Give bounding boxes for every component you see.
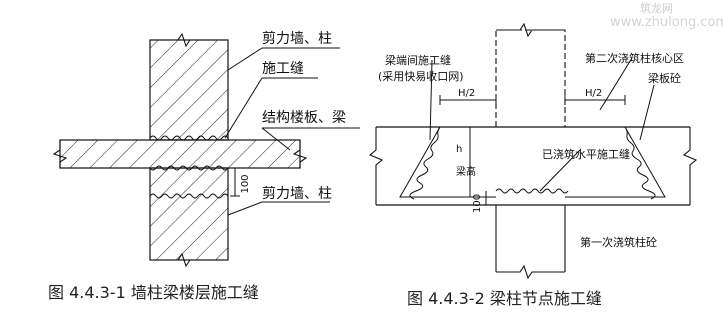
label-beam-joint: 梁端间施工缝 xyxy=(385,53,451,67)
upper-column-outline xyxy=(495,29,566,127)
beam-break-left xyxy=(368,127,384,205)
figure-1: 100 剪力墙、柱 施工缝 结构楼板、梁 剪力墙、柱 图 4.4.3-1 墙柱梁… xyxy=(48,31,360,302)
leader-beam-side xyxy=(639,84,655,141)
label-h2-right: H/2 xyxy=(585,88,602,99)
label-dim-100: 100 xyxy=(472,194,483,213)
upper-joint-line xyxy=(149,135,229,141)
label-construction-joint: 施工缝 xyxy=(262,61,304,77)
upper-column xyxy=(149,39,229,141)
leader-core xyxy=(599,57,633,111)
dim-label-1: 100 xyxy=(240,174,251,193)
leader-slab xyxy=(261,127,291,151)
watermark: 筑龙网 www.zhulong.com xyxy=(610,1,723,30)
slab-break-left xyxy=(52,140,68,168)
leader-shear-wall-top xyxy=(227,47,263,71)
lower-column-break xyxy=(496,264,565,280)
left-joint-boundary xyxy=(399,126,496,198)
label-mesh: (采用快易收口网) xyxy=(378,69,464,83)
leader-horizontal-joint xyxy=(539,149,581,192)
caption-figure-1: 图 4.4.3-1 墙柱梁楼层施工缝 xyxy=(48,283,259,302)
label-beam-height: 梁高 xyxy=(456,165,476,178)
label-floor-beam: 结构楼板、梁 xyxy=(262,110,346,126)
watermark-text-cn: 筑龙网 xyxy=(640,1,673,15)
beam-break-right xyxy=(682,127,698,205)
figure-2: H/2 H/2 h 梁高 100 梁端间施工缝 (采用快易收口网) 第二次浇筑柱… xyxy=(368,22,698,308)
label-shear-wall-top: 剪力墙、柱 xyxy=(262,31,332,47)
leader-joint xyxy=(224,77,263,139)
caption-figure-2: 图 4.4.3-2 梁柱节点施工缝 xyxy=(407,289,602,308)
horizontal-joint-line xyxy=(495,188,569,194)
right-joint-hatch xyxy=(624,126,656,200)
right-joint-boundary xyxy=(565,126,666,198)
leader-shear-wall-bottom xyxy=(227,201,263,216)
leader-beam-joint xyxy=(429,59,433,141)
lower-column-outline xyxy=(495,205,566,272)
label-horizontal-joint: 已浇筑水平施工缝 xyxy=(542,147,630,161)
label-h2-left: H/2 xyxy=(458,88,475,99)
lower-break-mark xyxy=(150,252,228,268)
upper-column-break xyxy=(496,22,565,38)
upper-break-mark xyxy=(150,32,228,48)
label-first-pour: 第一次浇筑柱砼 xyxy=(580,235,657,249)
watermark-text-en: www.zhulong.com xyxy=(610,15,723,30)
label-second-pour-core: 第二次浇筑柱核心区 xyxy=(585,51,684,65)
label-beam-h: h xyxy=(456,144,462,155)
floor-slab xyxy=(59,139,301,169)
slab-break-right xyxy=(292,140,308,168)
left-joint-hatch xyxy=(409,126,441,200)
lower-joint-line xyxy=(149,193,229,199)
label-beam-side: 梁板砼 xyxy=(648,71,681,85)
lower-column xyxy=(149,167,229,261)
label-shear-wall-bottom: 剪力墙、柱 xyxy=(262,186,332,202)
